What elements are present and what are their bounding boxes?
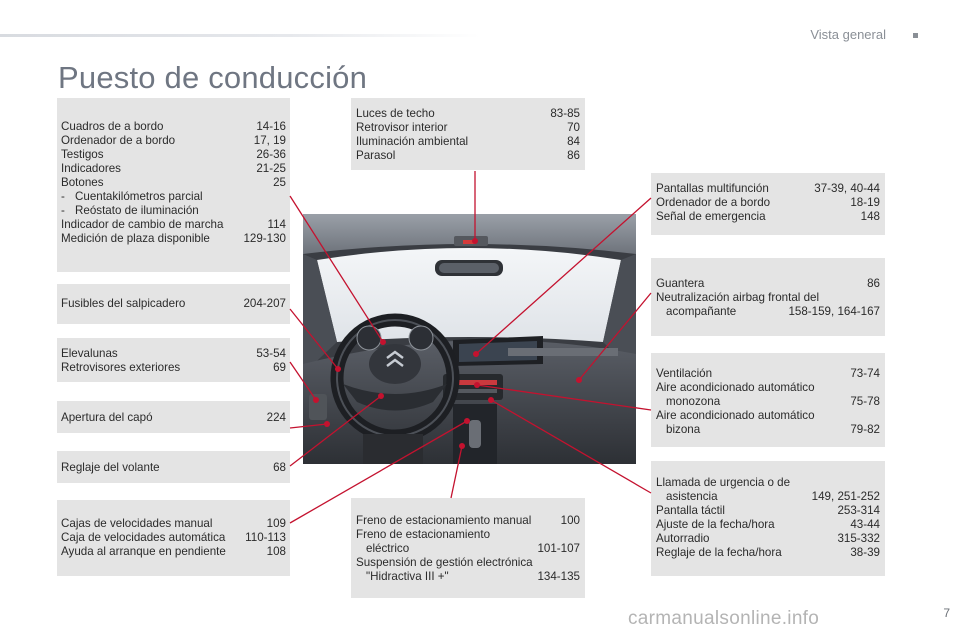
leader-line [476,384,652,411]
target-dot [313,397,319,403]
target-dot [464,418,470,424]
target-dot [473,351,479,357]
leader-line [289,420,468,524]
leader-line [289,308,339,370]
entry-row: Suspensión de gestión electrónica [356,556,533,569]
entry-row: Freno de estacionamiento [356,528,491,541]
target-dot [378,393,384,399]
leader-line [289,195,384,343]
leader-line [450,445,463,499]
leader-line [289,423,328,429]
leader-line [289,361,317,401]
entry-row: Aire acondicionado automático [656,381,815,394]
header-band [0,34,480,37]
entry-row-sub: Cuentakilómetros parcial [61,190,286,204]
headliner [303,214,636,254]
section-marker-icon [913,33,918,38]
target-dot [380,339,386,345]
brand-logo-icon [386,350,404,367]
entry-row: Aire acondicionado automático [656,409,815,422]
target-dot [474,382,480,388]
target-dot [459,443,465,449]
watermark: carmanualsonline.info [628,608,820,629]
leader-line [289,395,382,467]
target-dot [488,397,494,403]
target-dot [576,377,582,383]
page-title: Puesto de conducción [58,60,368,95]
section-label: Vista general [810,27,886,42]
leader-line [475,197,652,355]
leader-line [490,399,652,494]
entry-row: Llamada de urgencia o de [656,476,791,489]
leader-line [578,292,652,381]
entry-row: Neutralización airbag frontal del [656,291,820,304]
page-number: 7 [943,606,950,620]
target-dot [335,366,341,372]
entry-row-cont: "Hidractiva III +"134-135 [366,570,580,583]
target-dot [472,238,478,244]
target-dot [324,421,330,427]
entry-row-sub: Reóstato de iluminación [61,204,286,218]
dashboard-illustration [303,214,636,464]
